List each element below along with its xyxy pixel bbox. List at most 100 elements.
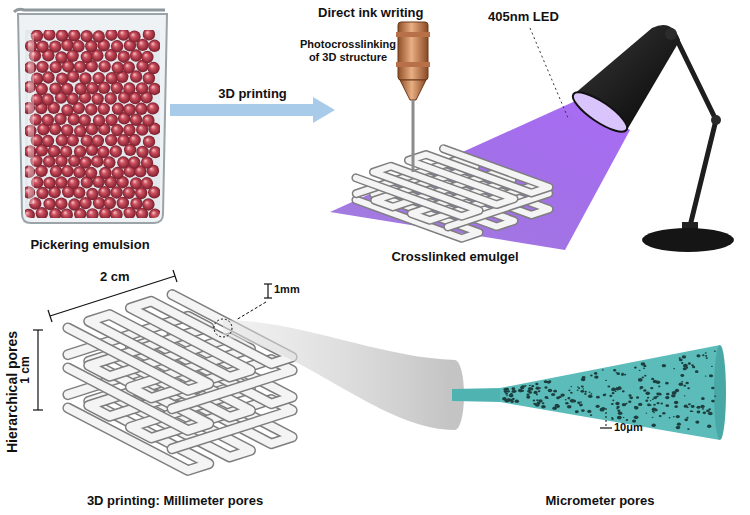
micro-pore <box>647 397 649 399</box>
annotation-label: Direct ink writing <box>318 6 423 21</box>
micro-pore <box>538 390 541 392</box>
micro-pore <box>533 391 537 394</box>
micro-pore <box>642 376 644 378</box>
micro-pore <box>687 387 690 389</box>
lamp-joint <box>665 28 677 40</box>
micro-pore <box>618 411 623 415</box>
micro-pore <box>577 389 579 391</box>
emulsion-droplet <box>117 30 129 41</box>
emulsion-droplet <box>42 114 54 126</box>
micro-pore <box>669 417 671 418</box>
panel-caption: Crosslinked emulgel <box>391 249 518 264</box>
micro-pore <box>535 383 538 385</box>
micro-pore <box>634 406 636 408</box>
micro-pore <box>711 387 714 390</box>
micro-pore <box>611 418 613 420</box>
micro-pore <box>640 386 644 389</box>
micro-pore <box>684 405 688 408</box>
annotation-label: 405nm LED <box>488 10 559 25</box>
micro-pore <box>676 415 680 418</box>
printed-scaffold <box>356 149 549 239</box>
micro-pore <box>695 421 699 424</box>
micro-pore <box>565 399 567 400</box>
micro-pore <box>600 408 605 412</box>
micro-pore <box>705 352 707 354</box>
micro-pore <box>646 393 649 395</box>
emulsion-droplet <box>93 30 105 42</box>
emulsion-droplet <box>42 93 54 105</box>
micro-pore <box>613 369 616 371</box>
micro-pore <box>662 364 666 367</box>
micro-pore <box>580 390 584 393</box>
emulsion-droplet <box>55 176 67 188</box>
micro-pore <box>657 402 660 404</box>
micro-pore <box>650 387 653 389</box>
micro-pore <box>690 410 692 412</box>
micro-pore <box>568 389 570 391</box>
micro-pore <box>647 404 651 407</box>
micro-pore <box>659 415 662 417</box>
emulsion-droplet <box>147 62 159 74</box>
nozzle-band <box>396 62 430 67</box>
annotation-label: 10μm <box>614 421 643 434</box>
micro-pore <box>512 387 516 390</box>
micro-pore <box>666 393 670 396</box>
micro-pore <box>590 375 593 377</box>
micro-pore <box>629 396 633 399</box>
zoom-funnel <box>223 320 455 430</box>
emulsion-droplet <box>142 114 154 126</box>
emulsion-droplet <box>74 125 86 137</box>
micro-pore <box>590 414 592 416</box>
micro-pore <box>697 406 701 409</box>
micro-pore <box>611 403 614 405</box>
dimension-tick <box>264 283 272 284</box>
micro-pore <box>577 401 580 403</box>
emulsion-droplet <box>79 114 91 126</box>
emulsion-droplet <box>56 72 68 84</box>
micro-pore <box>547 381 551 384</box>
micro-pore <box>551 393 555 396</box>
emulsion-droplet <box>55 197 67 209</box>
micro-pore <box>695 370 699 373</box>
emulsion-droplet <box>86 208 98 218</box>
micro-pore <box>671 394 676 398</box>
micro-pore <box>548 389 553 392</box>
micro-pore <box>533 399 536 401</box>
micro-pore <box>707 425 711 428</box>
leader-line <box>530 28 568 118</box>
porous-fibre <box>500 345 720 440</box>
micro-pore <box>643 389 646 391</box>
micro-pore <box>656 392 660 395</box>
micro-pore <box>605 380 607 381</box>
micro-pore <box>636 396 639 398</box>
scale-leader <box>606 408 607 426</box>
emulsion-droplet <box>79 72 91 84</box>
micro-pore <box>616 408 618 410</box>
micro-pore <box>701 397 705 400</box>
micro-pore <box>622 403 626 406</box>
micro-pore <box>612 392 615 394</box>
emulsion-droplet <box>147 102 159 114</box>
micro-pore <box>521 390 524 392</box>
micro-pore <box>526 394 529 396</box>
emulsion-droplet <box>61 104 73 116</box>
micro-pore <box>628 394 631 396</box>
emulsion-droplet <box>56 30 68 42</box>
micro-pore <box>679 359 683 362</box>
emulsion-droplet <box>92 135 104 147</box>
emulsion-droplet <box>81 30 93 42</box>
flow-arrow <box>170 104 313 116</box>
micro-pore <box>506 395 508 396</box>
light-beam <box>330 98 630 250</box>
emulsion-droplet <box>123 103 135 115</box>
micro-pore <box>594 375 598 378</box>
micro-pore <box>542 402 545 404</box>
emulsion-droplet <box>110 208 122 218</box>
edge-label: 3D printing <box>218 86 287 101</box>
micro-pore <box>623 417 625 418</box>
micro-pore <box>536 394 538 396</box>
micro-pore <box>679 382 684 386</box>
micro-pore <box>588 394 593 397</box>
